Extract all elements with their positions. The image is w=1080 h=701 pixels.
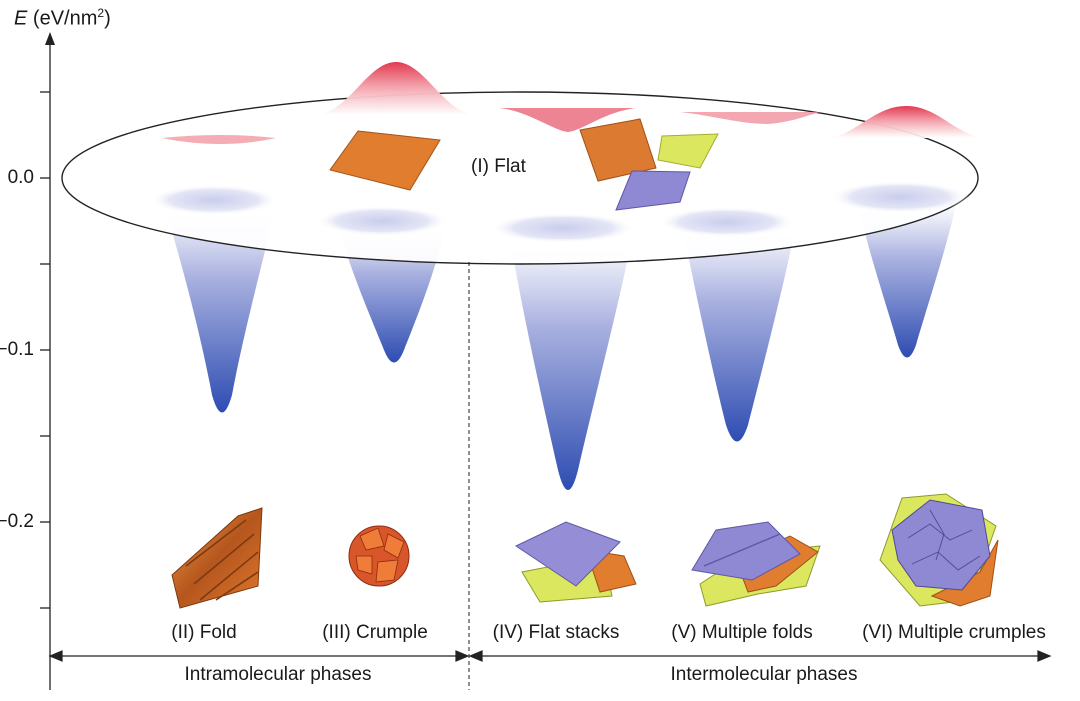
fold-illustration — [171, 507, 263, 609]
unit-open: (eV/nm — [32, 7, 98, 30]
barrier-ridge-right — [680, 112, 820, 124]
barrier-ridge-left — [162, 135, 276, 144]
unit-superscript: 2 — [97, 6, 105, 20]
y-axis-ticks — [40, 91, 50, 609]
flat-stacks-illustration — [514, 521, 637, 603]
multiple-folds-illustration — [691, 521, 821, 607]
y-axis-title: E (eV/nm2) — [14, 6, 111, 31]
crumple-illustration — [348, 525, 410, 587]
energy-symbol: E — [14, 7, 28, 30]
tick-label-1: −0.1 — [0, 339, 34, 360]
intramolecular-span-arrow — [48, 650, 470, 662]
intermolecular-span-arrow — [468, 650, 1052, 662]
crumple-phase-label: (III) Crumple — [322, 622, 428, 643]
barrier-peak-right — [828, 106, 984, 138]
barrier-ridge-mid — [500, 108, 636, 132]
unit-close: ) — [104, 7, 111, 30]
y-axis-arrow — [45, 32, 55, 45]
flat-phase-label: (I) Flat — [471, 156, 526, 177]
sheet-purple — [615, 170, 691, 211]
sheet-orange-center — [579, 118, 657, 182]
well-fold — [164, 205, 276, 413]
well-multiple-folds — [682, 225, 796, 442]
well-flat-stacks — [510, 238, 632, 490]
multiple-crumples-illustration — [879, 493, 999, 607]
intramolecular-group-label: Intramolecular phases — [184, 664, 372, 685]
barrier-peak-center — [318, 62, 474, 115]
well-multiple-crumples — [858, 205, 956, 358]
intermolecular-group-label: Intermolecular phases — [670, 664, 858, 685]
flat-sheets — [329, 118, 719, 211]
multiple-folds-phase-label: (V) Multiple folds — [671, 622, 813, 643]
flat-stacks-phase-label: (IV) Flat stacks — [492, 622, 620, 643]
sheet-orange-left — [329, 130, 441, 191]
fold-phase-label: (II) Fold — [171, 622, 237, 643]
energy-barriers — [162, 62, 984, 144]
tick-label-0: 0.0 — [7, 167, 34, 188]
well-openings — [150, 181, 970, 243]
sheet-yellow — [657, 133, 719, 169]
tick-label-2: −0.2 — [0, 511, 34, 532]
multiple-crumples-phase-label: (VI) Multiple crumples — [862, 622, 1046, 643]
